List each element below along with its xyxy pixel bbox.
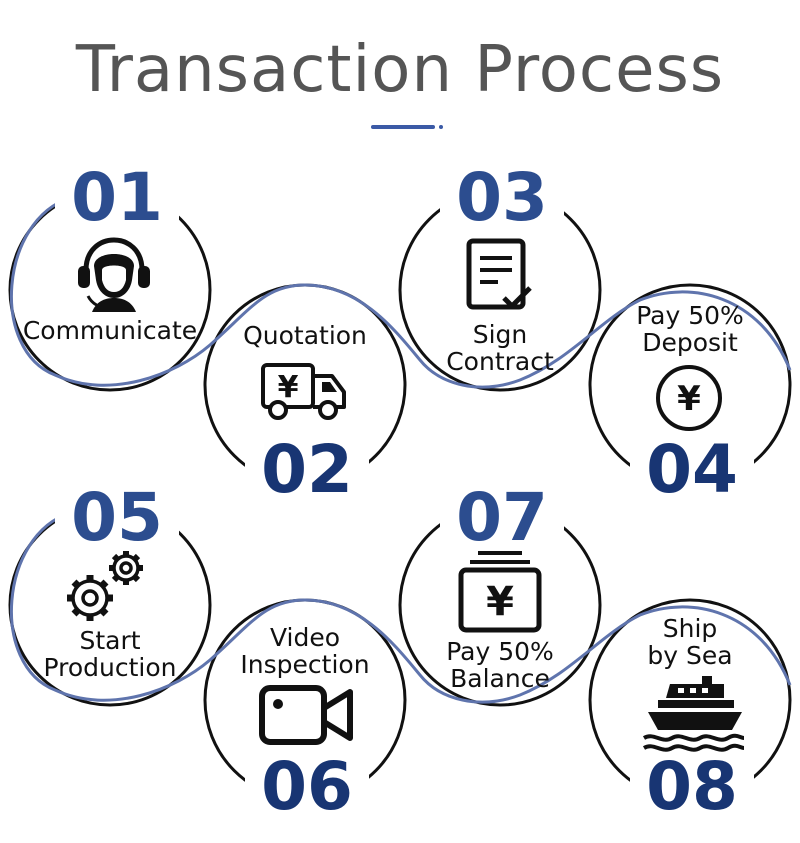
video-camera-icon — [259, 685, 353, 745]
step-number-04: 04 — [630, 435, 754, 505]
step-label-01: Communicate — [22, 316, 198, 345]
step-label-06: Video Inspection — [240, 623, 370, 679]
customer-service-headset-icon — [78, 237, 150, 312]
step-label-03: Sign Contract — [446, 320, 554, 376]
step-number-01: 01 — [55, 163, 179, 233]
step-number-07: 07 — [440, 483, 564, 553]
svg-text:¥: ¥ — [278, 370, 299, 405]
step-label-07: Pay 50% Balance — [446, 637, 554, 693]
wave-line-row-2 — [9, 511, 792, 704]
svg-text:¥: ¥ — [486, 579, 514, 625]
step-number-06: 06 — [245, 752, 369, 822]
page-title: Transaction Process — [75, 33, 725, 107]
step-label-05: Start Production — [43, 626, 177, 682]
step-label-02: Quotation — [243, 321, 367, 350]
yen-cash-register-icon: ¥ — [458, 551, 542, 633]
cargo-ship-icon — [642, 676, 745, 752]
contract-document-check-icon — [466, 238, 532, 310]
step-number-02: 02 — [245, 435, 369, 505]
step-number-03: 03 — [440, 163, 564, 233]
yen-delivery-truck-icon: ¥ — [261, 363, 346, 420]
step-label-04: Pay 50% Deposit — [636, 301, 744, 357]
title-underline — [371, 125, 435, 129]
step-number-08: 08 — [630, 752, 754, 822]
gears-icon — [67, 551, 143, 621]
svg-text:¥: ¥ — [677, 379, 701, 419]
wave-line-row-1 — [9, 196, 792, 389]
title-underline-dot — [439, 125, 443, 129]
yen-coin-icon: ¥ — [656, 365, 722, 431]
step-number-05: 05 — [55, 483, 179, 553]
step-label-08: Ship by Sea — [647, 614, 733, 670]
